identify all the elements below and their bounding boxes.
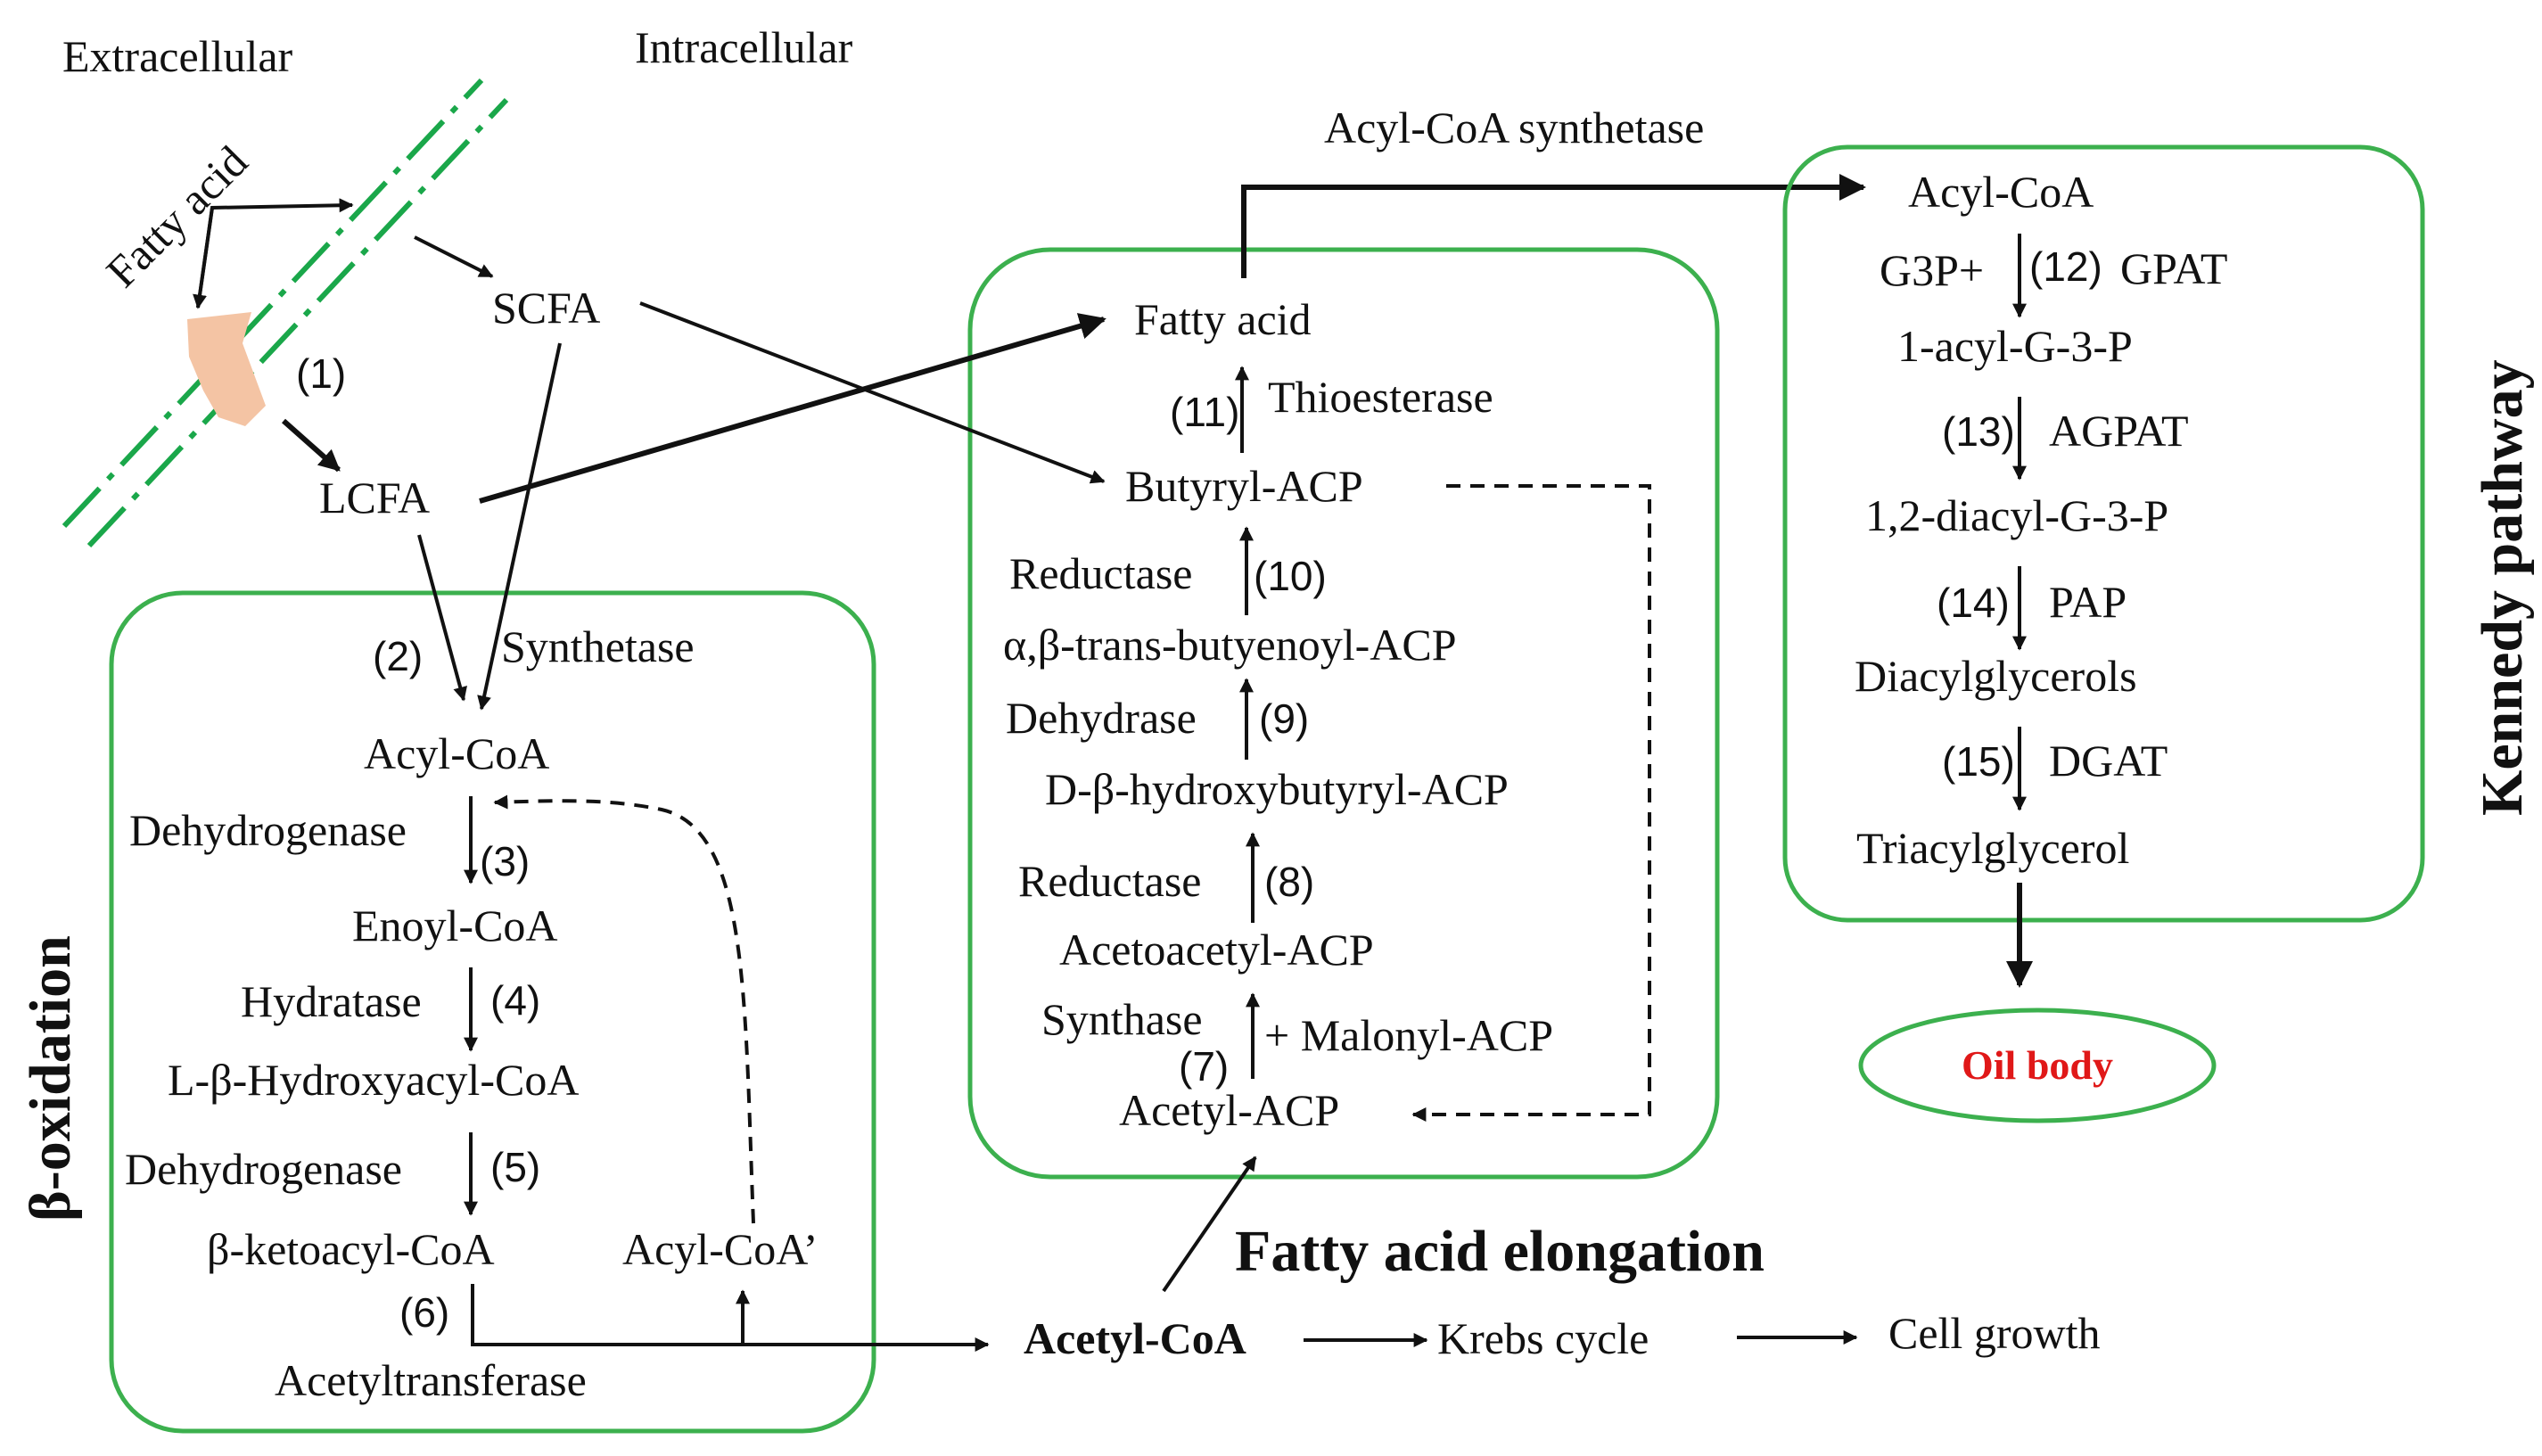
diacyl-g3p-label: 1,2-diacyl-G-3-P — [1865, 490, 2168, 540]
kennedy-pathway-title: Kennedy pathway — [2470, 359, 2535, 816]
step-8-label: (8) — [1264, 859, 1314, 905]
synthetase-label: Synthetase — [501, 621, 695, 671]
acetyltransferase-label: Acetyltransferase — [275, 1355, 587, 1405]
ketoacyl-to-acetyl-coa-arrow — [471, 1284, 990, 1352]
fatty-acid-transporter — [187, 312, 266, 426]
beta-acyl-coa-label: Acyl-CoA — [364, 728, 549, 778]
cell-growth-label: Cell growth — [1888, 1308, 2100, 1358]
step-4-label: (4) — [490, 977, 540, 1024]
triacylglycerol-label: Triacylglycerol — [1856, 823, 2129, 873]
cell-membrane — [62, 78, 509, 548]
beta-oxidation-title: β-oxidation — [18, 935, 83, 1222]
step-11-label: (11) — [1170, 389, 1239, 435]
step-2-label: (2) — [373, 633, 423, 679]
step-14-label: (14) — [1937, 580, 2010, 626]
scfa-to-acyl-coa-arrow — [477, 342, 562, 711]
to-scfa-arrow — [414, 235, 494, 278]
fatty-acid-to-transporter-arrow — [193, 207, 214, 309]
step-5-label: (5) — [490, 1144, 540, 1190]
hydroxybutyryl-acp-label: D-β-hydroxybutyryl-ACP — [1045, 764, 1509, 814]
step-9-label: (9) — [1259, 695, 1309, 742]
step-10-label: (10) — [1254, 553, 1327, 599]
thioesterase-label: Thioesterase — [1268, 372, 1493, 422]
step-7-label: (7) — [1179, 1043, 1229, 1090]
kennedy-acyl-coa-label: Acyl-CoA — [1908, 167, 2094, 217]
transporter-to-lcfa-arrow — [282, 418, 341, 473]
acyl-coa-synthetase-label: Acyl-CoA synthetase — [1324, 103, 1704, 152]
reductase-2-label: Reductase — [1018, 856, 1201, 906]
gpat-label: GPAT — [2120, 243, 2227, 293]
lcfa-to-acyl-coa-arrow — [417, 534, 467, 702]
oil-body-ellipse — [1858, 1008, 2217, 1123]
oil-body-label: Oil body — [1962, 1042, 2113, 1088]
fatty-acid-in-label: Fatty acid — [96, 136, 257, 297]
agpat-label: AGPAT — [2049, 406, 2189, 456]
membrane-line-outer — [62, 78, 484, 529]
extracellular-label: Extracellular — [62, 31, 293, 81]
step-15-label: (15) — [1942, 738, 2015, 785]
acyl-coa-recycle-dashed-arrow — [493, 794, 755, 1224]
step-6-label: (6) — [399, 1289, 449, 1336]
acetyl-acp-label: Acetyl-ACP — [1119, 1085, 1339, 1135]
butyenoyl-acp-label: α,β-trans-butyenoyl-ACP — [1003, 620, 1457, 670]
synthase-label: Synthase — [1041, 994, 1203, 1044]
elongation-cycle-dashed-arrow — [1411, 484, 1651, 1122]
butyryl-acp-label: Butyryl-ACP — [1125, 461, 1363, 511]
dgat-label: DGAT — [2049, 736, 2168, 786]
kennedy-pathway-box — [1782, 144, 2425, 923]
fatty-acid-elongation-box — [967, 247, 1720, 1180]
scfa-label: SCFA — [492, 283, 600, 333]
fatty-acid-to-acyl-coa-arrow — [1241, 174, 1866, 278]
lcfa-to-fatty-acid-arrow — [479, 313, 1106, 504]
step-3-label: (3) — [480, 838, 530, 884]
lcfa-label: LCFA — [319, 473, 430, 522]
step-13-label: (13) — [1942, 408, 2015, 455]
acetyl-coa-label: Acetyl-CoA — [1024, 1313, 1246, 1363]
dehydrase-label: Dehydrase — [1006, 693, 1197, 743]
hydroxyacyl-coa-label: L-β-Hydroxyacyl-CoA — [168, 1055, 579, 1105]
acyl-g3p-label: 1-acyl-G-3-P — [1897, 321, 2133, 371]
dehydrogenase-1-label: Dehydrogenase — [129, 805, 407, 855]
elongation-fatty-acid-label: Fatty acid — [1134, 294, 1312, 344]
step-1-label: (1) — [296, 350, 346, 397]
diacylglycerols-label: Diacylglycerols — [1855, 651, 2137, 701]
acetyl-coa-to-acetyl-acp-arrow — [1162, 1156, 1257, 1293]
intracellular-label: Intracellular — [635, 22, 853, 72]
pap-label: PAP — [2049, 577, 2127, 627]
step-12-label: (12) — [2029, 243, 2102, 290]
scfa-to-butyryl-acp-arrow — [639, 301, 1106, 484]
membrane-line-inner — [86, 97, 509, 548]
malonyl-acp-label: + Malonyl-ACP — [1264, 1010, 1553, 1060]
g3p-label: G3P+ — [1880, 245, 1984, 295]
reductase-1-label: Reductase — [1009, 548, 1192, 598]
fatty-acid-elongation-title: Fatty acid elongation — [1235, 1219, 1765, 1284]
ketoacyl-coa-label: β-ketoacyl-CoA — [207, 1224, 495, 1274]
beta-oxidation-box — [109, 590, 876, 1434]
acetoacetyl-acp-label: Acetoacetyl-ACP — [1059, 925, 1374, 975]
dehydrogenase-2-label: Dehydrogenase — [125, 1144, 402, 1194]
hydratase-label: Hydratase — [241, 976, 422, 1026]
acyl-coa-prime-label: Acyl-CoA’ — [622, 1224, 818, 1274]
krebs-cycle-label: Krebs cycle — [1437, 1313, 1649, 1363]
enoyl-coa-label: Enoyl-CoA — [352, 901, 558, 950]
